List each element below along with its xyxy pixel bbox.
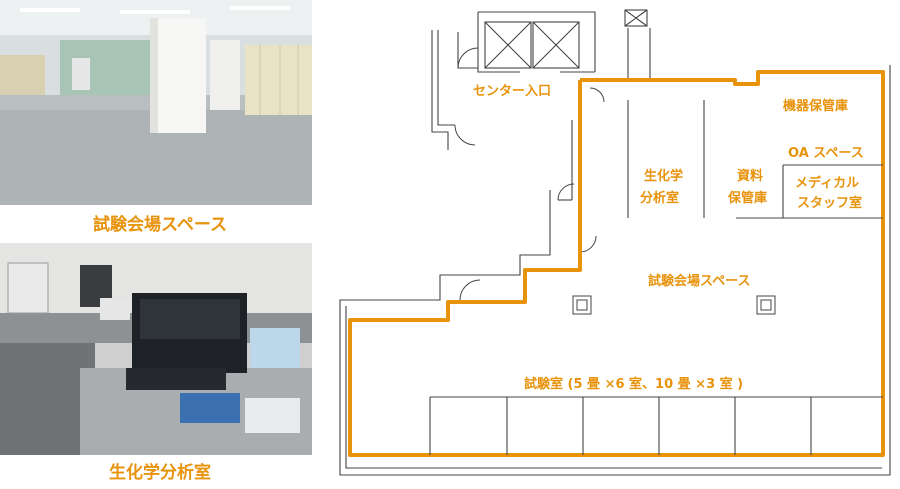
exam-space-photo-caption: 試験会場スペース (93, 215, 227, 235)
structural-columns (572, 295, 776, 315)
exam-rooms-label: 試験室 (5 畳 ×6 室、10 畳 ×3 室 ) (524, 376, 743, 392)
biochem-lab-photo-caption: 生化学分析室 (109, 463, 211, 483)
facility-boundary (348, 70, 885, 457)
biochem-lab-photo (0, 243, 312, 455)
exam-space-label: 試験会場スペース (648, 273, 750, 289)
floor-plan: センター入口 機器保管庫 OA スペース 生化学 分析室 資料 保管庫 メディカ… (320, 0, 900, 485)
exam-space-photo (0, 0, 312, 205)
entrance-label: センター入口 (473, 84, 551, 99)
medical-staff-label-1: メディカル (795, 175, 859, 191)
docs-storage-label-1: 資料 (737, 168, 763, 184)
interior-partitions (429, 100, 883, 455)
oa-space-label: OA スペース (788, 146, 864, 161)
biochem-room-label-1: 生化学 (644, 168, 683, 184)
medical-staff-label-2: スタッフ室 (797, 195, 862, 211)
biochem-room-label-2: 分析室 (640, 190, 679, 206)
equipment-storage-label: 機器保管庫 (783, 98, 848, 114)
docs-storage-label-2: 保管庫 (727, 190, 767, 206)
door-swings (454, 47, 605, 301)
